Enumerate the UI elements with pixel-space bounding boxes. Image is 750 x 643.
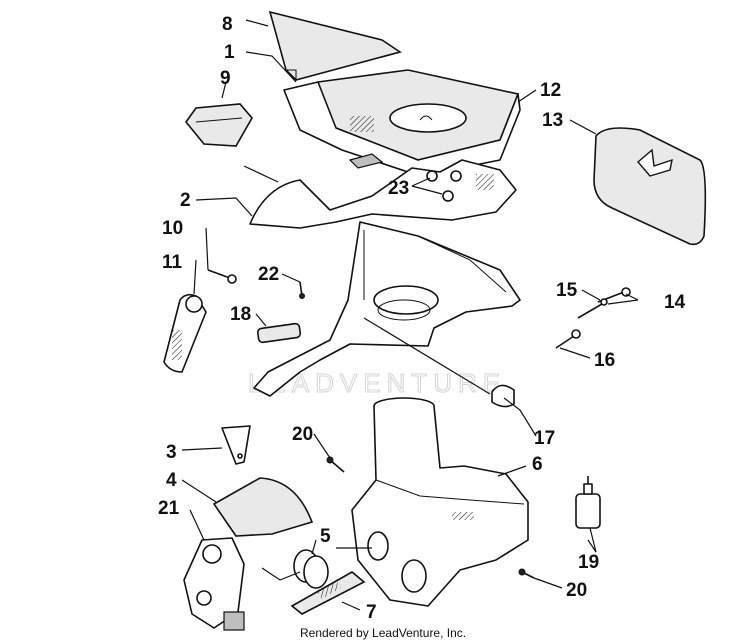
callout-23: 23 (388, 178, 409, 199)
callout-2: 2 (180, 190, 191, 211)
callout-16: 16 (594, 350, 615, 371)
part-13-side-filter-pad (593, 127, 707, 246)
callout-9: 9 (220, 68, 231, 89)
callout-17: 17 (534, 428, 555, 449)
callout-5: 5 (320, 526, 331, 547)
callout-21: 21 (158, 498, 180, 519)
leader-lines (181, 19, 639, 611)
part-20-screw-upper (326, 456, 345, 473)
callout-18: 18 (230, 304, 251, 325)
callout-6: 6 (532, 454, 543, 475)
callout-8: 8 (222, 14, 233, 35)
part-3-bracket (221, 425, 251, 465)
part-20-screw-lower (518, 568, 535, 579)
part-8-filter-foam (268, 10, 402, 81)
callout-20-upper: 20 (292, 424, 313, 445)
callout-15: 15 (556, 280, 578, 301)
part-7-strap (290, 571, 366, 615)
callout-13: 13 (542, 110, 563, 131)
credit-text: Rendered by LeadVenture, Inc. (300, 626, 466, 640)
part-6-intake-plenum (351, 397, 529, 607)
callout-4: 4 (166, 470, 177, 491)
callout-22: 22 (258, 264, 279, 285)
callout-11: 11 (162, 252, 183, 273)
part-21-carburetor (183, 537, 245, 631)
part-16-nipple (555, 329, 581, 349)
part-19-bottle (575, 476, 601, 529)
callout-7: 7 (366, 602, 377, 623)
callout-14: 14 (664, 292, 686, 313)
callout-3: 3 (166, 442, 177, 463)
part-18-hose (256, 322, 302, 344)
part-14-15-fittings (577, 287, 631, 319)
part-11-drain-tube (163, 293, 207, 373)
part-12-filter-plate (315, 69, 520, 161)
part-9-foam-cup (184, 103, 253, 147)
callout-1: 1 (224, 42, 235, 63)
callout-10: 10 (162, 218, 183, 239)
part-4-heat-shield (212, 477, 314, 537)
part-2-airbox-lower (249, 159, 521, 397)
part-10-pin (207, 269, 237, 284)
callout-20-lower: 20 (566, 580, 587, 601)
callout-12: 12 (540, 80, 561, 101)
part-5-boot (293, 549, 329, 589)
callout-19: 19 (578, 552, 599, 573)
part-22-screw (299, 281, 305, 299)
